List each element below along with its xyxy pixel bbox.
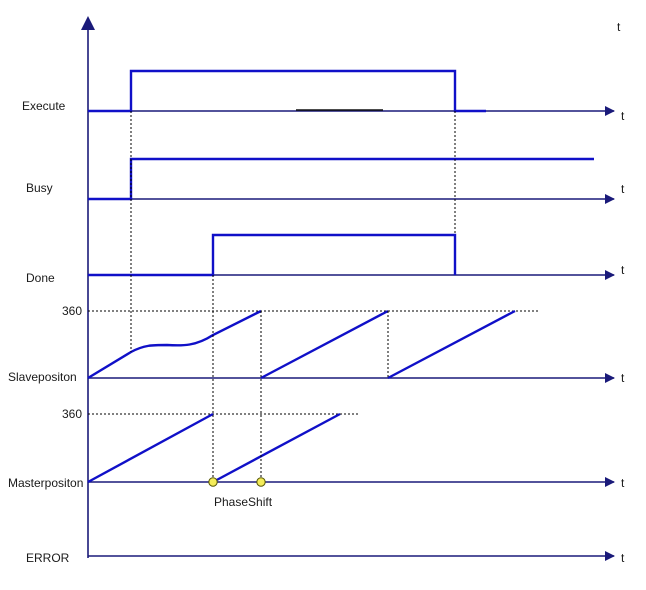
execute-label: Execute bbox=[22, 99, 66, 113]
done-signal bbox=[88, 233, 457, 277]
master-time-unit: t bbox=[621, 476, 625, 490]
master-sawtooth-ramp-1 bbox=[87, 412, 214, 484]
slave-time-unit: t bbox=[621, 371, 625, 385]
done-time-unit: t bbox=[621, 263, 625, 277]
slave-position-label: Slavepositon bbox=[8, 370, 77, 384]
slave-sawtooth-ramp-2 bbox=[260, 309, 389, 380]
phase-shift-start-marker bbox=[208, 477, 218, 487]
execute-signal bbox=[88, 69, 486, 113]
done-label: Done bbox=[26, 271, 55, 285]
vertical-axis-arrow-icon bbox=[81, 16, 95, 30]
slave-position-curve bbox=[87, 309, 262, 380]
phase-shift-end-marker bbox=[256, 477, 266, 487]
phase-shift-label: PhaseShift bbox=[214, 495, 273, 509]
slave-360-label: 360 bbox=[62, 304, 82, 318]
busy-label: Busy bbox=[26, 181, 53, 195]
master-sawtooth-ramp-2 bbox=[212, 412, 341, 484]
master-360-label: 360 bbox=[62, 407, 82, 421]
execute-time-unit: t bbox=[621, 109, 625, 123]
error-label: ERROR bbox=[26, 551, 70, 565]
busy-signal bbox=[88, 157, 594, 201]
error-time-unit: t bbox=[621, 551, 625, 565]
busy-time-unit: t bbox=[621, 182, 625, 196]
master-position-label: Masterpositon bbox=[8, 476, 83, 490]
top-time-label: t bbox=[617, 20, 621, 34]
slave-sawtooth-ramp-3 bbox=[387, 309, 516, 380]
